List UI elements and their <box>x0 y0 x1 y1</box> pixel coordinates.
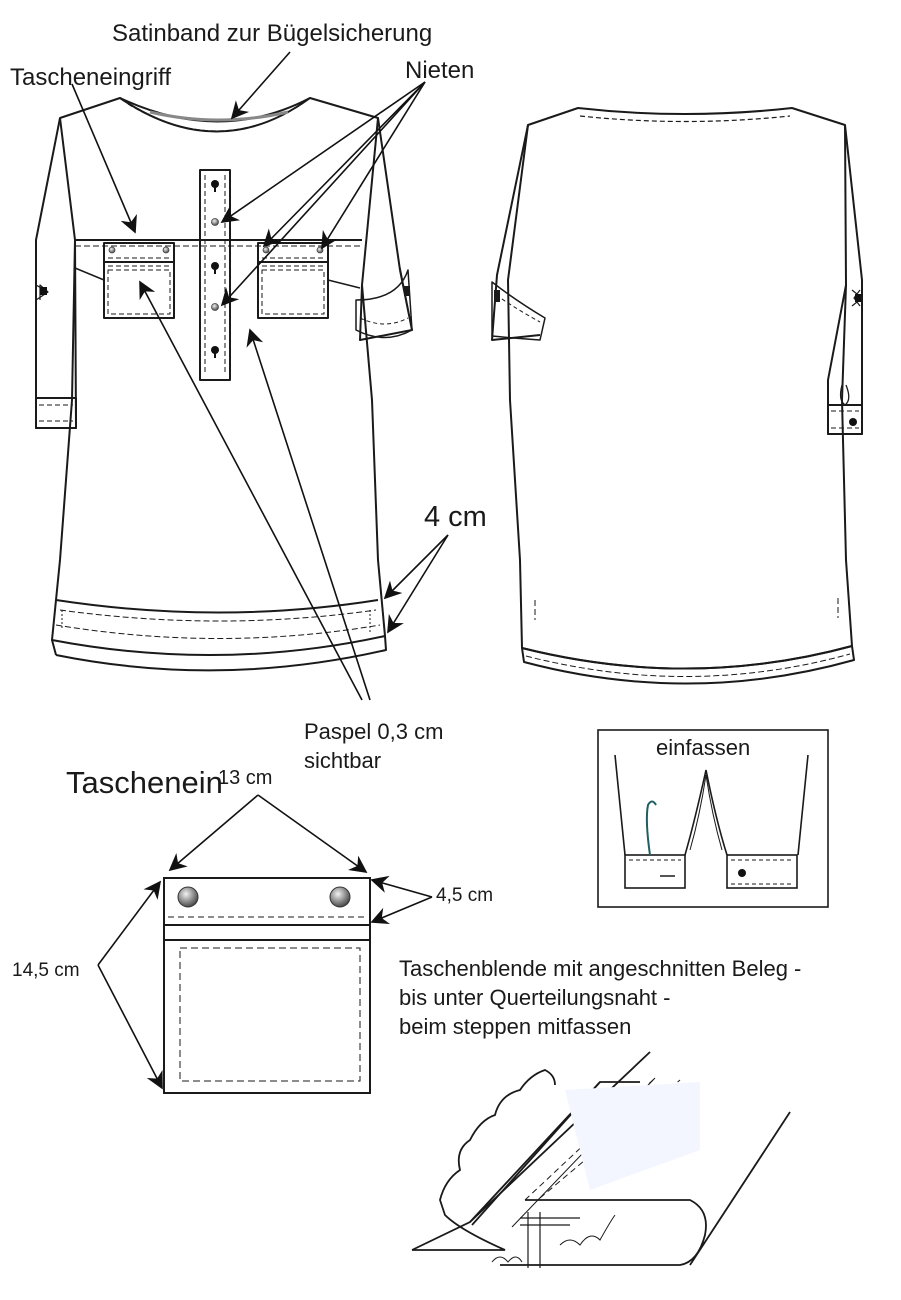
label-piping-line1: Paspel 0,3 cm <box>304 719 444 744</box>
rivet-left <box>177 886 199 908</box>
label-satin-band: Satinband zur Bügelsicherung <box>112 20 433 47</box>
label-piping-line2: sichtbar <box>304 748 382 773</box>
label-pocket-width: 13 cm <box>218 767 273 789</box>
seam-section <box>411 1051 791 1268</box>
label-binding: einfassen <box>656 735 751 760</box>
satin-arrow <box>230 51 291 120</box>
rivet-arrow-1 <box>220 81 426 223</box>
label-pocket-opening: Tascheneingriff <box>10 64 171 91</box>
front-left-pocket <box>103 242 175 319</box>
label-4cm: 4 cm <box>424 501 487 533</box>
pocket-opening-arrow <box>71 83 137 234</box>
front-left-sleeve <box>35 117 77 429</box>
pocket-detail <box>97 794 433 1094</box>
piping-arrow-left <box>139 280 363 701</box>
front-placket <box>199 169 231 381</box>
back-view <box>491 107 863 685</box>
label-pocket-height: 14,5 cm <box>12 960 80 981</box>
piping-arrow-right <box>246 328 371 701</box>
hem-arrow-2 <box>387 534 449 634</box>
rivet-arrow-3 <box>321 81 426 250</box>
rivet-arrow-4 <box>220 81 426 307</box>
binding-inset <box>597 729 829 908</box>
callout-arrows <box>71 51 449 701</box>
note-line-1: Taschenblende mit angeschnitten Beleg - <box>399 956 802 981</box>
rivet-arrow-2 <box>262 81 426 248</box>
front-view <box>35 97 413 672</box>
label-pocket-title: Taschenein <box>66 765 223 800</box>
note-line-3: beim steppen mitfassen <box>399 1014 632 1039</box>
note-line-2: bis unter Querteilungsnaht - <box>399 985 671 1010</box>
hem-arrow-1 <box>383 534 449 600</box>
back-body-outline <box>507 107 853 670</box>
front-hem-band <box>55 599 379 614</box>
pocket-outline <box>163 877 371 1094</box>
satin-band <box>149 110 289 122</box>
label-rivets: Nieten <box>405 57 475 84</box>
label-flap-height: 4,5 cm <box>436 885 494 906</box>
rivet-right <box>329 886 351 908</box>
